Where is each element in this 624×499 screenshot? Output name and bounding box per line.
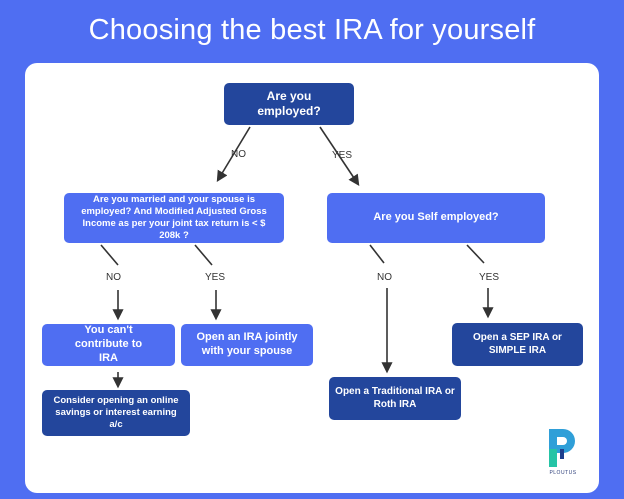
label-no-selfemployed: NO — [377, 272, 392, 283]
label-yes-employed: YES — [332, 150, 353, 161]
node-open-ira-spouse: Open an IRA jointly with your spouse — [181, 324, 313, 366]
node-sep-simple: Open a SEP IRA or SIMPLE IRA — [452, 323, 583, 366]
node-married-spouse-employed: Are you married and your spouse is emplo… — [64, 193, 284, 243]
arrow-employed-no — [216, 126, 251, 183]
page-title: Choosing the best IRA for yourself — [88, 14, 536, 46]
node-are-you-employed: Are you employed? — [224, 83, 354, 125]
node-self-employed: Are you Self employed? — [327, 193, 545, 243]
label-no-employed: NO — [231, 149, 246, 160]
node-consider-savings: Consider opening an online savings or in… — [42, 390, 190, 436]
logo-wordmark: PLOUTUS — [549, 470, 577, 476]
arrow-employed-yes — [319, 126, 360, 186]
label-yes-selfemployed: YES — [479, 272, 500, 283]
label-yes-married: YES — [205, 272, 226, 283]
label-no-married: NO — [106, 272, 121, 283]
node-cant-contribute: You can't contribute to IRA — [42, 324, 175, 366]
p-letter-logo-icon — [549, 429, 575, 467]
node-traditional-roth: Open a Traditional IRA or Roth IRA — [329, 377, 461, 420]
